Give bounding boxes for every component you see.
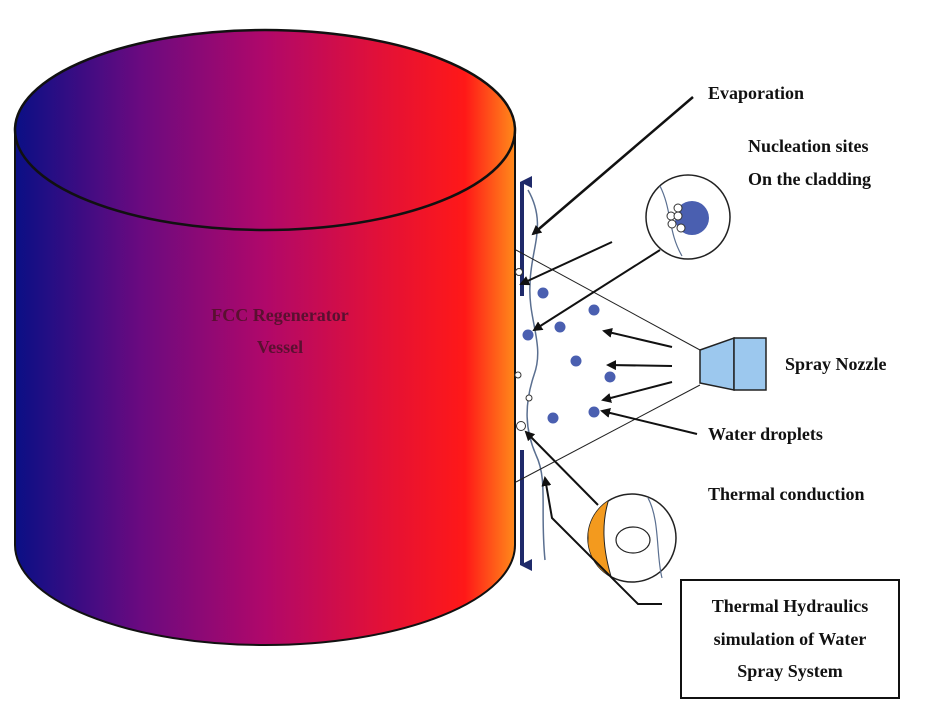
conduction-arrow (524, 430, 599, 506)
box-connector (541, 476, 662, 605)
droplet (554, 321, 566, 333)
bubble (515, 268, 523, 276)
vapor-bubbles (514, 268, 533, 431)
droplet (547, 412, 559, 424)
vessel-label-line1: FCC Regenerator (211, 305, 348, 325)
nozzle-tip (699, 336, 735, 391)
vessel-label-line2: Vessel (257, 337, 303, 357)
vessel: FCC Regenerator Vessel (13, 28, 517, 646)
water-film-line (526, 189, 546, 561)
bubble (514, 371, 522, 379)
box-line2: simulation of Water (714, 629, 867, 649)
spray-nozzle (699, 336, 767, 391)
droplet (588, 304, 600, 316)
vessel-top (13, 28, 517, 232)
nucleation-inset (645, 174, 731, 260)
vessel-body (14, 129, 516, 646)
nozzle-body (733, 337, 767, 391)
label-evaporation: Evaporation (708, 83, 804, 103)
simulation-box: Thermal Hydraulics simulation of Water S… (680, 579, 900, 699)
label-spray-nozzle: Spray Nozzle (785, 354, 886, 374)
label-arrows (519, 96, 698, 605)
label-water-droplets: Water droplets (708, 424, 823, 444)
label-thermal-conduction: Thermal conduction (708, 484, 865, 504)
spray-cone (515, 249, 701, 483)
nucleation-arrow-2 (532, 249, 661, 332)
droplet (522, 329, 534, 341)
bubble (525, 394, 533, 402)
droplet (604, 371, 616, 383)
bubble (516, 421, 526, 431)
box-line3: Spray System (737, 661, 843, 681)
droplet (570, 355, 582, 367)
water-droplets (522, 287, 616, 424)
droplet (588, 406, 600, 418)
label-nucleation-line2: On the cladding (748, 169, 871, 189)
label-nucleation-line1: Nucleation sites (748, 136, 869, 156)
conduction-inset (587, 493, 677, 583)
droplets-arrow (600, 408, 698, 435)
nucleation-arrow-1 (519, 241, 613, 286)
spray-arrows (601, 327, 673, 403)
evaporation-arrow (531, 96, 694, 236)
droplet (537, 287, 549, 299)
box-line1: Thermal Hydraulics (712, 596, 869, 616)
